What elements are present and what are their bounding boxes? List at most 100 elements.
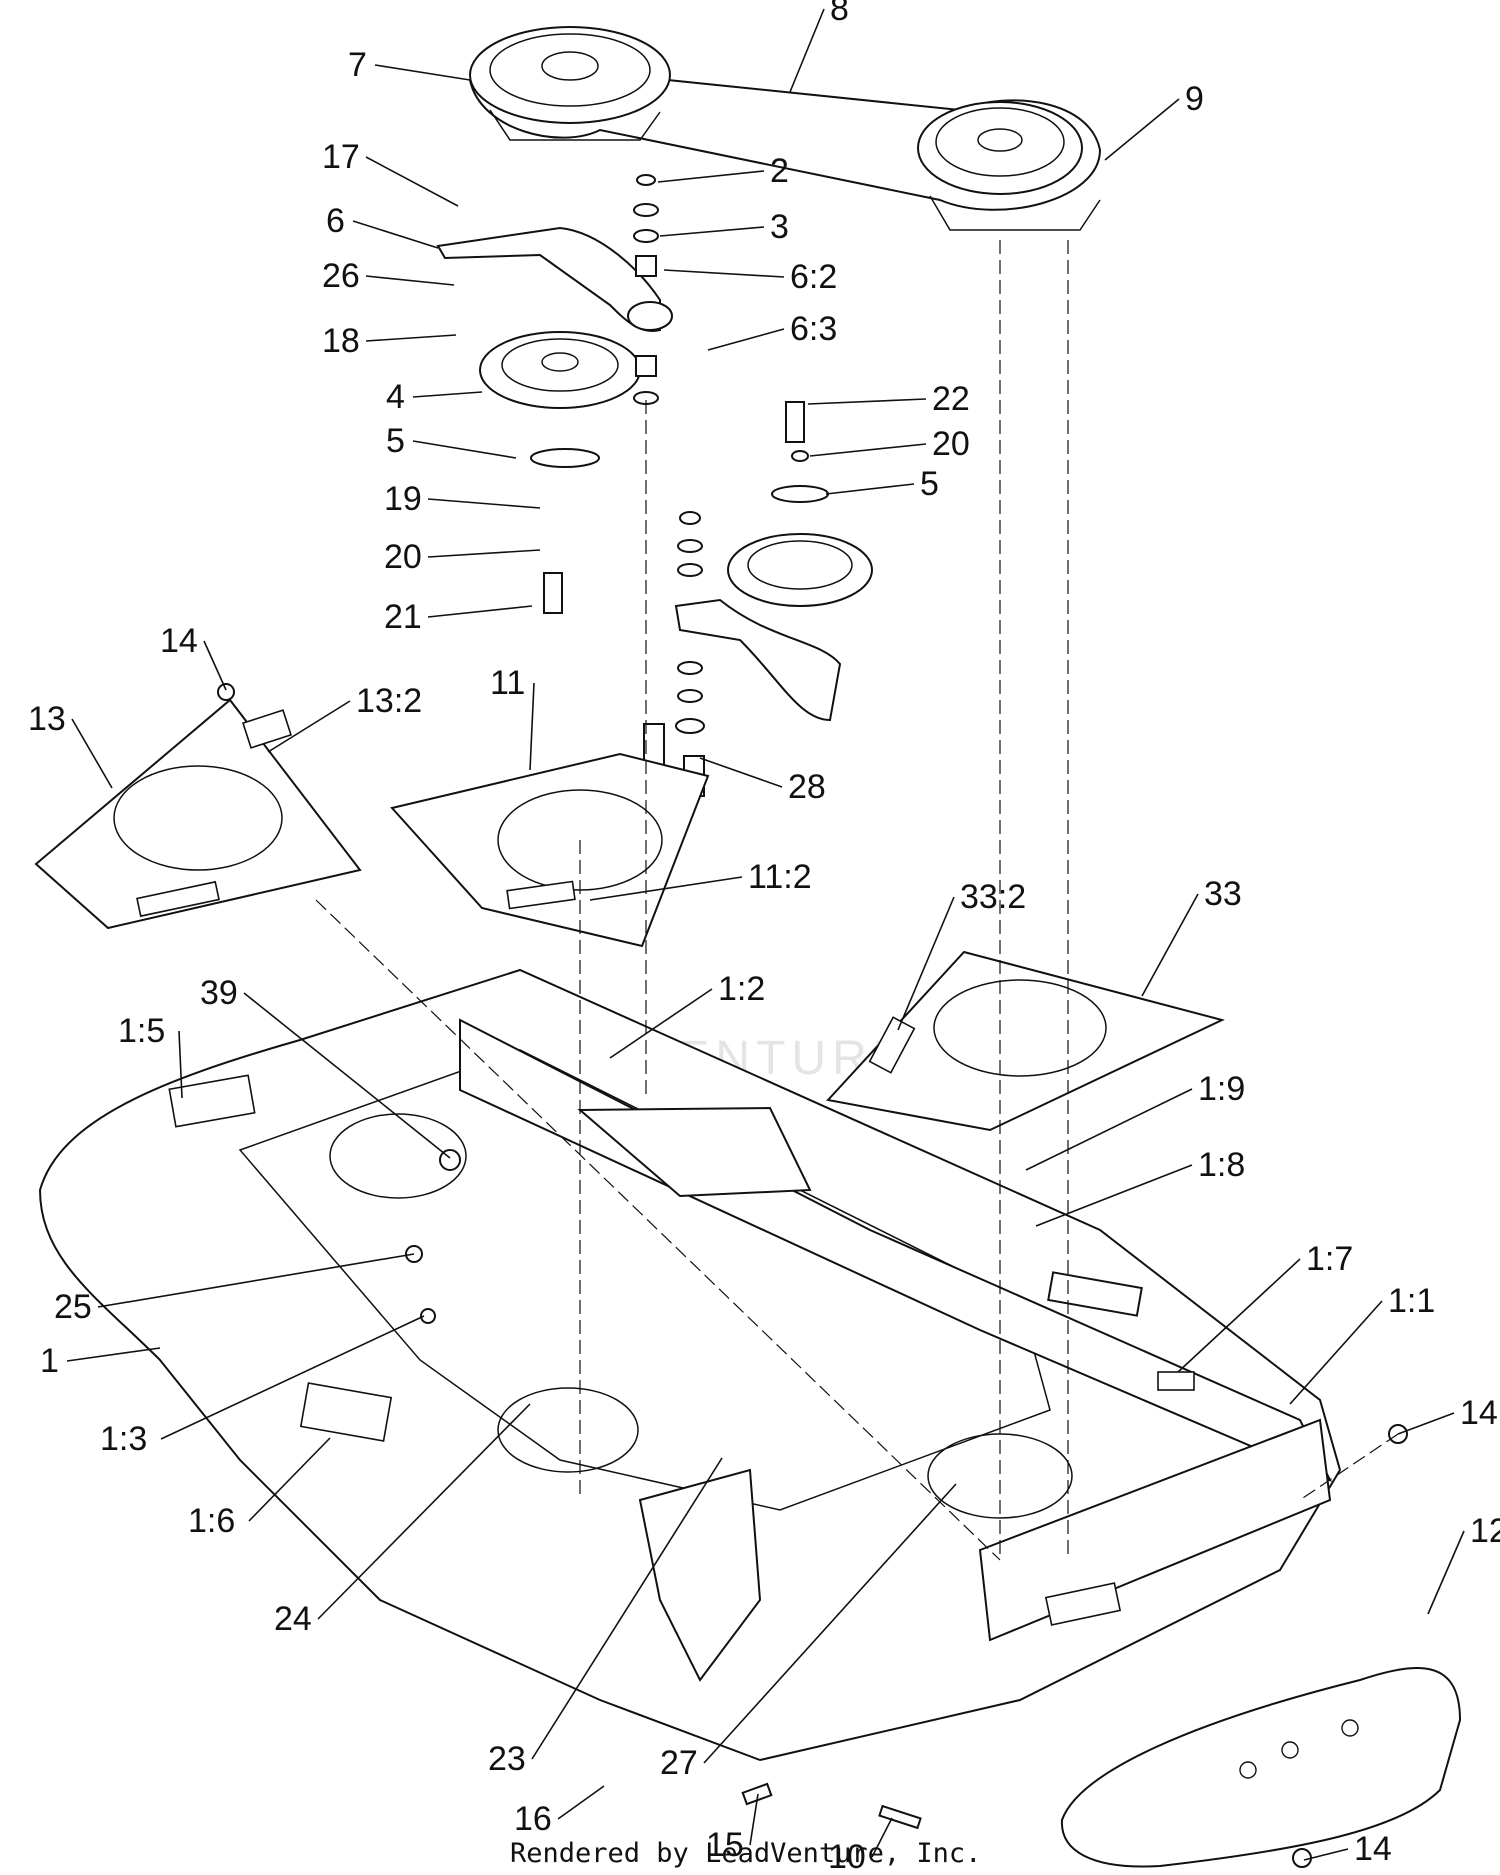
leader-line-c-16 (557, 1785, 605, 1820)
leader-line-c-1 (66, 1347, 161, 1362)
leader-lines (66, 8, 1465, 1861)
callout-c-14c: 14 (1354, 1830, 1392, 1868)
callout-c-1-9: 1:9 (1198, 1070, 1245, 1108)
leader-line-c-27 (703, 1483, 957, 1764)
callout-c-33: 33 (1204, 875, 1242, 913)
leader-line-c-5b (825, 483, 915, 495)
leader-line-c-6-3 (707, 328, 785, 351)
leader-line-c-10 (871, 1817, 893, 1858)
callout-c-28: 28 (788, 768, 826, 806)
leader-line-c-13 (71, 718, 113, 789)
callout-c-8: 8 (830, 0, 849, 28)
leader-line-c-1-3 (160, 1315, 425, 1440)
callout-c-1-3: 1:3 (100, 1420, 147, 1458)
callout-c-33-2: 33:2 (960, 878, 1026, 916)
callout-c-23: 23 (488, 1740, 526, 1778)
callout-c-14a: 14 (160, 622, 198, 660)
leader-line-c-6 (352, 220, 439, 249)
idler-hardware-stack (633, 174, 659, 405)
callout-c-6-3: 6:3 (790, 310, 837, 348)
callout-c-18: 18 (322, 322, 360, 360)
callout-c-11-2: 11:2 (748, 858, 812, 896)
callout-c-3: 3 (770, 208, 789, 246)
leader-line-c-11-2 (589, 876, 743, 901)
leader-line-c-25 (97, 1253, 415, 1308)
leader-line-c-20b (809, 443, 927, 457)
leader-line-c-26 (365, 275, 455, 286)
callout-c-1-1: 1:1 (1388, 1282, 1435, 1320)
callout-c-19: 19 (384, 480, 422, 518)
callout-c-1-2: 1:2 (718, 970, 765, 1008)
callout-c-25: 25 (54, 1288, 92, 1326)
callout-c-24: 24 (274, 1600, 312, 1638)
leader-line-c-9 (1104, 98, 1180, 161)
leader-line-c-39 (243, 992, 451, 1159)
callout-c-6: 6 (326, 202, 345, 240)
leader-line-c-18 (365, 334, 457, 342)
callout-c-13-2: 13:2 (356, 682, 422, 720)
callout-c-2: 2 (770, 152, 789, 190)
leader-line-c-3 (659, 226, 765, 237)
callout-c-5b: 5 (920, 465, 939, 503)
callout-c-4: 4 (386, 378, 405, 416)
callout-c-16: 16 (514, 1800, 552, 1838)
leader-line-c-14a (203, 640, 227, 691)
callout-c-6-2: 6:2 (790, 258, 837, 296)
leader-line-c-11 (529, 682, 535, 771)
leader-line-c-20a (427, 549, 541, 558)
leader-line-c-6-2 (663, 269, 785, 278)
leader-line-c-33-2 (897, 896, 955, 1031)
leader-line-c-1-6 (248, 1437, 331, 1522)
callout-c-27: 27 (660, 1744, 698, 1782)
leader-line-c-33 (1141, 893, 1199, 997)
callout-c-5a: 5 (386, 422, 405, 460)
bumper-12 (1060, 1667, 1462, 1868)
spindle-plate-33 (826, 950, 1225, 1132)
callout-c-1-5: 1:5 (118, 1012, 165, 1050)
callout-c-1-6: 1:6 (188, 1502, 235, 1540)
belt-pulley-assembly (468, 26, 1102, 231)
callout-c-14b: 14 (1460, 1394, 1498, 1432)
callout-c-15: 15 (706, 1826, 744, 1864)
callout-c-1-7: 1:7 (1306, 1240, 1353, 1278)
callout-c-1: 1 (40, 1342, 59, 1380)
leader-line-c-12 (1427, 1530, 1465, 1615)
callout-c-39: 39 (200, 974, 238, 1012)
callout-c-17: 17 (322, 138, 360, 176)
callout-c-20a: 20 (384, 538, 422, 576)
callout-c-21: 21 (384, 598, 422, 636)
assembly-center-lines (315, 240, 1399, 1561)
leader-line-c-23 (531, 1457, 723, 1760)
leader-line-c-14c (1303, 1848, 1349, 1861)
spindle-plate-11 (390, 752, 710, 948)
leader-line-c-22 (807, 398, 927, 405)
leader-line-c-1-1 (1289, 1300, 1383, 1405)
leader-line-c-7 (374, 64, 471, 81)
leader-line-c-15 (749, 1793, 759, 1846)
leader-line-c-14b (1397, 1412, 1455, 1435)
callout-c-1-8: 1:8 (1198, 1146, 1245, 1184)
leader-line-c-19 (427, 498, 541, 509)
leader-line-c-13-2 (267, 700, 351, 753)
callout-c-7: 7 (348, 46, 367, 84)
callout-c-22: 22 (932, 380, 970, 418)
footer-credit: Rendered by LeadVenture, Inc. (510, 1838, 981, 1869)
leader-line-c-2 (657, 170, 765, 183)
leader-line-c-21 (427, 605, 533, 618)
leader-line-c-5a (412, 440, 517, 459)
leader-line-c-1-5 (178, 1030, 183, 1099)
callout-c-9: 9 (1185, 80, 1204, 118)
leader-line-c-1-2 (609, 988, 713, 1059)
leader-line-c-24 (317, 1403, 531, 1620)
leader-line-c-17 (365, 156, 459, 207)
leader-line-c-8 (789, 8, 825, 93)
idler-arm-right (643, 401, 873, 797)
callout-c-10: 10 (828, 1838, 866, 1875)
callout-c-11: 11 (490, 664, 525, 702)
callout-c-26: 26 (322, 257, 360, 295)
callout-c-20b: 20 (932, 425, 970, 463)
mower-deck (38, 968, 1342, 1762)
